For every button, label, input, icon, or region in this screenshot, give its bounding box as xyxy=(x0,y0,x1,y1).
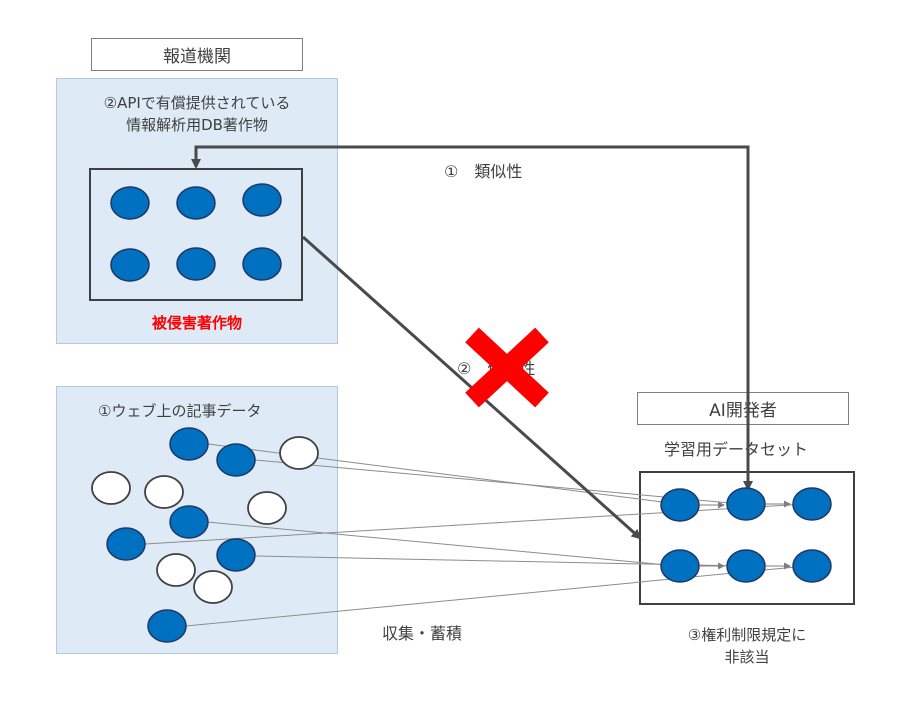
media-org-title-box: 報道機関 xyxy=(91,38,303,71)
web-article-circle-empty xyxy=(91,471,131,505)
web-article-circle-filled xyxy=(216,443,256,477)
red-cross-icon xyxy=(465,327,549,408)
web-article-circle-empty xyxy=(144,475,184,509)
db-caption-line1: ②APIで有償提供されている xyxy=(103,94,291,112)
dataset-circle xyxy=(792,487,832,521)
dataset-circle xyxy=(792,549,832,583)
web-article-circle-empty xyxy=(247,491,287,525)
infringed-work-circle xyxy=(110,248,150,282)
dataset-circle xyxy=(660,549,700,583)
infringed-work-label: 被侵害著作物 xyxy=(151,314,242,332)
collect-label: 収集・蓄積 xyxy=(382,624,463,643)
infringed-work-circle xyxy=(176,247,216,281)
db-caption-line2: 情報解析用DB著作物 xyxy=(126,116,268,134)
infringed-work-circle xyxy=(242,183,282,217)
dataset-circles xyxy=(660,487,832,583)
dataset-row-arrows xyxy=(700,500,791,570)
dataset-circle xyxy=(660,488,700,522)
dataset-circle xyxy=(726,549,766,583)
web-article-circle-filled xyxy=(216,538,256,572)
web-article-filled-circles xyxy=(106,427,256,643)
similarity-arrow xyxy=(191,145,750,490)
dataset-circle xyxy=(726,487,766,521)
web-article-circle-empty xyxy=(156,553,196,587)
media-org-title: 報道機関 xyxy=(163,47,231,67)
web-article-empty-circles xyxy=(91,436,319,604)
web-article-circle-filled xyxy=(169,505,209,539)
infringed-works-box xyxy=(89,168,303,301)
similarity-label: ① 類似性 xyxy=(444,162,523,181)
web-article-circle-filled xyxy=(147,609,187,643)
web-articles-caption: ①ウェブ上の記事データ xyxy=(98,402,262,420)
infringed-circles xyxy=(110,183,282,282)
web-article-circle-filled xyxy=(169,427,209,461)
ai-developer-title: AI開発者 xyxy=(709,401,777,421)
exception-line2: 非該当 xyxy=(724,648,770,666)
ai-developer-title-box: AI開発者 xyxy=(637,392,849,425)
web-article-circle-empty xyxy=(193,570,233,604)
infringed-work-circle xyxy=(176,186,216,220)
infringed-work-circle xyxy=(110,186,150,220)
dataset-label: 学習用データセット xyxy=(664,440,809,459)
infringed-work-circle xyxy=(242,247,282,281)
web-article-circle-empty xyxy=(279,436,319,470)
exception-line1: ③権利制限規定に xyxy=(687,626,807,644)
web-article-circle-filled xyxy=(106,527,146,561)
